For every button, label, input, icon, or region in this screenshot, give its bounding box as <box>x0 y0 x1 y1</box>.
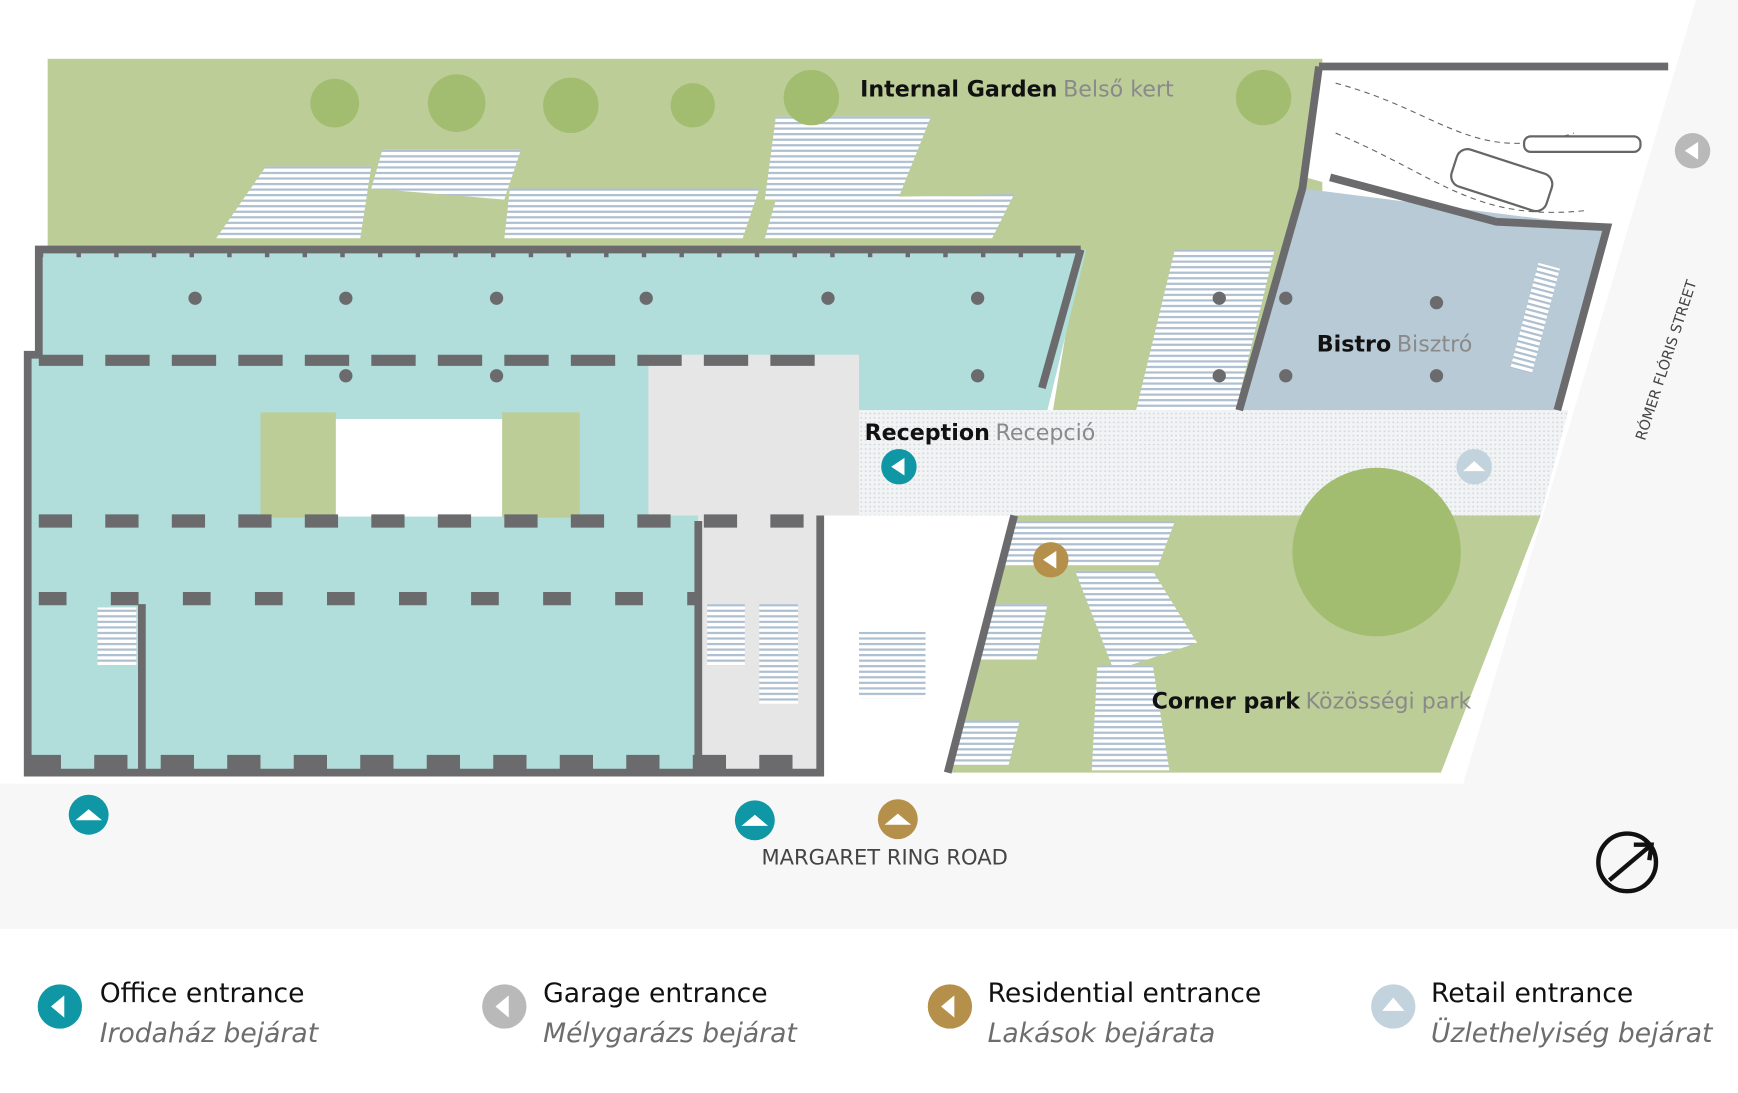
svg-text:Lakások bejárata: Lakások bejárata <box>988 1018 1216 1049</box>
residential-entrance-marker[interactable] <box>877 799 918 840</box>
residential-entrance-marker[interactable] <box>1033 542 1069 578</box>
garage <box>1305 66 1669 228</box>
svg-text:Üzlethelyiség bejárat: Üzlethelyiség bejárat <box>1431 1017 1714 1049</box>
garage-entrance-marker[interactable] <box>1674 133 1711 169</box>
corner-park-label: Corner park Közösségi park <box>1152 688 1472 714</box>
terraces <box>216 116 1275 771</box>
reception-label: Reception Recepció <box>865 420 1096 446</box>
svg-text:Residential entrance: Residential entrance <box>988 978 1262 1009</box>
north-arrow-icon <box>1596 831 1659 894</box>
legend-item-office: Office entrance Irodaház bejárat <box>37 978 320 1049</box>
romer-floris-street <box>1463 0 1738 784</box>
legend-item-garage: Garage entrance Mélygarázs bejárat <box>482 978 798 1049</box>
garage-walls <box>1212 62 1669 412</box>
margaret-ring-road-label: MARGARET RING ROAD <box>761 845 1007 870</box>
svg-text:Retail entrance: Retail entrance <box>1431 978 1633 1009</box>
office-entrance-marker[interactable] <box>734 800 775 841</box>
legend-item-residential: Residential entrance Lakások bejárata <box>927 978 1262 1049</box>
svg-text:Mélygarázs bejárat: Mélygarázs bejárat <box>543 1018 798 1049</box>
trees <box>310 69 1461 637</box>
svg-text:Irodaház bejárat: Irodaház bejárat <box>100 1018 320 1049</box>
bistro-label: Bistro Bisztró <box>1317 331 1472 357</box>
retail-entrance-marker[interactable] <box>1456 448 1492 485</box>
margaret-ring-road <box>0 783 1738 929</box>
svg-text:Office entrance: Office entrance <box>100 978 305 1009</box>
internal-garden-label: Internal Garden Belső kert <box>860 76 1174 102</box>
office-building <box>23 245 1087 777</box>
legend: Office entrance Irodaház bejárat Garage … <box>37 978 1714 1049</box>
office-entrance-marker[interactable] <box>68 794 109 835</box>
office-entrance-marker[interactable] <box>881 448 917 485</box>
legend-item-retail: Retail entrance Üzlethelyiség bejárat <box>1371 978 1714 1049</box>
car-icon <box>1450 148 1554 213</box>
svg-text:Garage entrance: Garage entrance <box>543 978 768 1009</box>
